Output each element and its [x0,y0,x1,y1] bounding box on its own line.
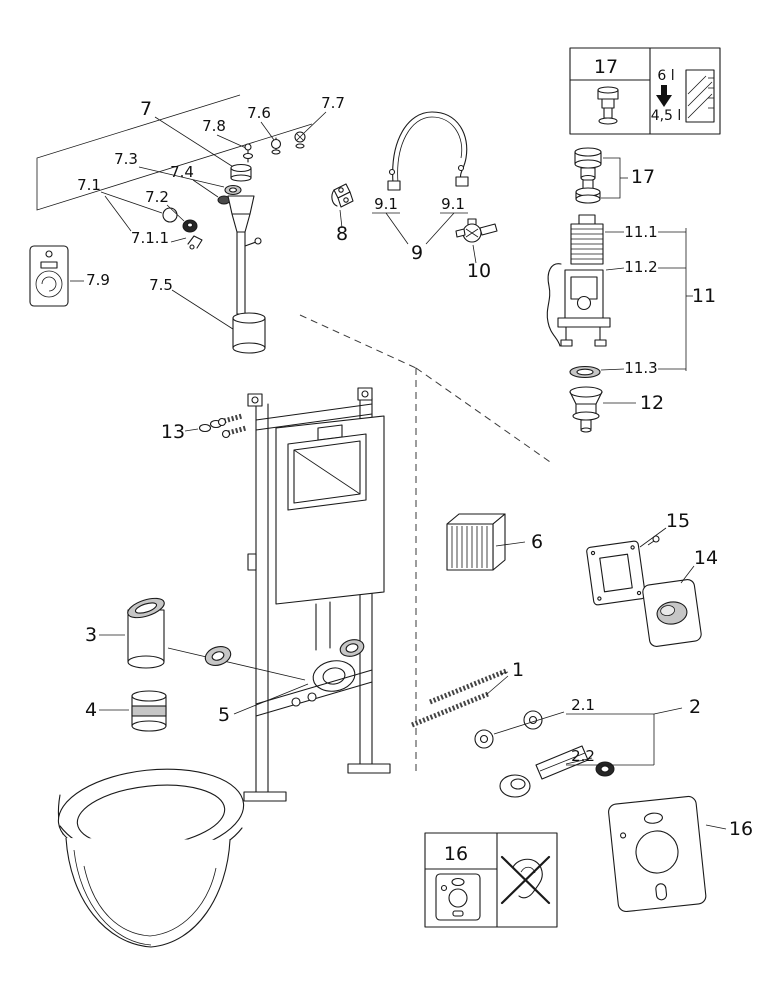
wall-hung-toilet [57,768,245,948]
part-5-outlet-elbow [312,639,365,692]
part-7-fill-valve-group: 7 7.8 7.6 7.7 7.3 7.4 7.1 7.2 7.1.1 7.5 [36,94,345,354]
label-11: 11 [692,285,716,307]
label-7-6: 7.6 [247,104,271,122]
part-9-hose: 9.1 9.1 9 [372,111,469,264]
label-16-box: 16 [444,843,468,865]
label-16: 16 [729,818,753,840]
part-12-valve-seat: 12 [569,386,664,433]
label-13: 13 [161,421,185,443]
part-7-2-grommet [182,219,198,233]
part-4-connector-sleeve: 4 [85,690,167,732]
label-2-1: 2.1 [571,696,595,714]
label-9-1-left: 9.1 [374,195,398,213]
part-3-flush-bend: 3 [85,597,306,681]
cistern-icon [685,69,715,123]
label-12: 12 [640,392,664,414]
part-7-1-clip [162,207,178,223]
label-7-8: 7.8 [202,117,226,135]
no-noise-icon [500,855,551,905]
fill-valve-body [217,163,266,354]
part-10-angle-valve: 10 [455,218,498,282]
label-2: 2 [689,696,701,718]
label-7-2: 7.2 [145,188,169,206]
part-7-7-fitting [294,131,306,149]
label-4: 4 [85,699,97,721]
cone-seal-ring [204,645,232,667]
label-7: 7 [140,98,152,120]
part-16-gasket-panel: 16 [608,795,753,913]
part-11-flush-valve-group: 11.1 11.2 11.3 11 [546,214,716,379]
flush-pipe-icon [597,86,619,125]
part-7-6-fitting [270,137,282,155]
legend-part-number: 17 [594,56,618,78]
part-6-protection-box: 6 [446,513,543,571]
down-arrow-icon [656,85,672,107]
part-5-callout: 5 [218,683,309,726]
label-7-7: 7.7 [321,94,345,112]
flush-volume-legend-box: 17 6 l 4,5 l [569,47,721,135]
label-3: 3 [85,624,97,646]
label-17: 17 [631,166,655,188]
part-7-8-fitting [242,143,254,163]
part-8-bracket: 8 [331,183,354,245]
part-2-wall-connection-set: 2.1 2.2 2 [474,696,701,798]
label-7-1: 7.1 [77,176,101,194]
installation-frame [243,387,391,802]
part-15-mounting-frame: 15 [586,510,690,606]
part-7-9-package: 7.9 [29,245,110,307]
label-6: 6 [531,531,543,553]
label-7-1-1: 7.1.1 [131,229,169,247]
label-11-2: 11.2 [624,258,657,276]
part-1-threaded-rods: 1 [411,659,524,728]
reduced-flush-volume: 4,5 l [651,108,682,124]
label-1: 1 [512,659,524,681]
concealed-cistern [275,415,385,605]
label-7-3: 7.3 [114,150,138,168]
label-15: 15 [666,510,690,532]
assembly-guide-lines [299,314,554,772]
part-7-1-1-clip [187,235,203,250]
label-14: 14 [694,547,718,569]
label-7-4: 7.4 [170,163,194,181]
label-9-1-right: 9.1 [441,195,465,213]
part-17-flush-pipe: 17 [574,147,655,204]
part-14-actuation-plate: 14 [642,547,718,647]
full-flush-volume: 6 l [657,68,674,84]
label-5: 5 [218,704,230,726]
label-11-3: 11.3 [624,359,657,377]
label-9: 9 [411,242,423,264]
part-16-sound-insulation-box: 16 [424,832,558,928]
label-8: 8 [336,223,348,245]
label-7-5: 7.5 [149,276,173,294]
label-11-1: 11.1 [624,223,657,241]
gasket-icon [435,873,481,921]
part-13-anchor-screws: 13 [161,413,247,443]
label-10: 10 [467,260,491,282]
label-7-9: 7.9 [86,271,110,289]
label-2-2: 2.2 [571,747,595,765]
